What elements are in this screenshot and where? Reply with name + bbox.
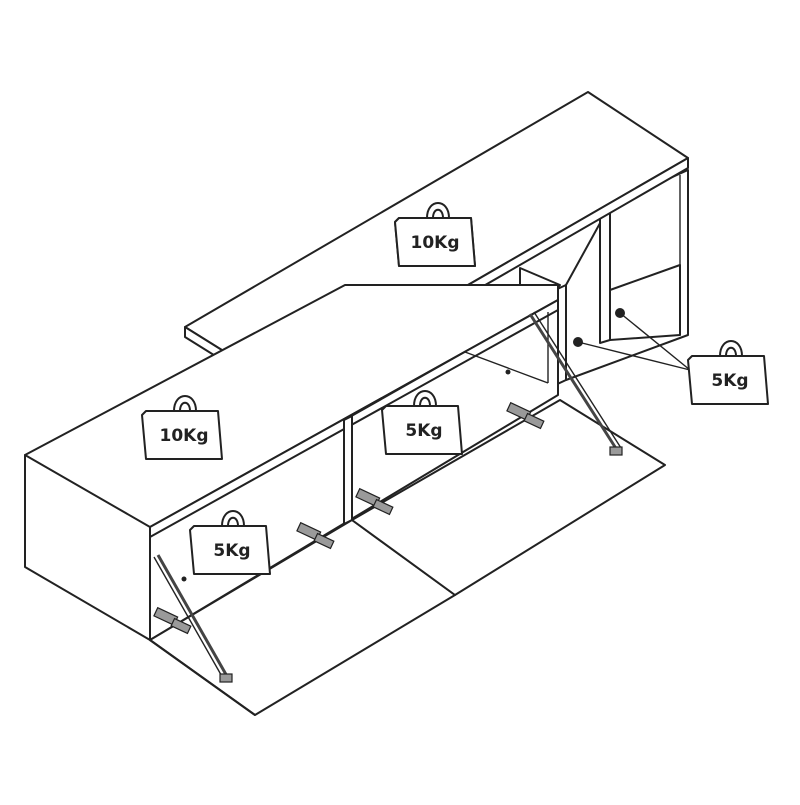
cabinet-divider (343, 415, 353, 525)
weight-label: 10Kg (411, 233, 460, 253)
flap-door-right (351, 399, 666, 596)
weight-label: 5Kg (711, 371, 748, 391)
shelf-pin-callout (573, 308, 691, 371)
weight-handle-icon (221, 510, 245, 527)
weight-left-cabinet-top: 10Kg (141, 395, 223, 460)
lid-stay-left (156, 554, 230, 679)
weight-handle-icon (413, 390, 437, 407)
lid-stay-left-mount (219, 673, 233, 683)
tall-unit-divider (599, 199, 611, 344)
weight-inner-shelf-callout: 5Kg (687, 340, 769, 405)
weight-top-shelf: 10Kg (394, 202, 476, 267)
weight-handle-icon (173, 395, 197, 412)
weight-label: 10Kg (160, 426, 209, 446)
hinge-center-right (506, 401, 545, 430)
hinge-center-left (355, 487, 394, 516)
lid-stay-right-mount (609, 446, 623, 456)
hinge-left-back (296, 521, 335, 550)
weight-left-flap: 5Kg (189, 510, 271, 575)
hinge-left-front (153, 606, 192, 635)
lid-stay-right (528, 313, 619, 451)
weight-label: 5Kg (405, 421, 442, 441)
weight-handle-icon (719, 340, 743, 357)
flap-doors (149, 399, 666, 716)
weight-label: 5Kg (213, 541, 250, 561)
hinges (153, 401, 545, 635)
weight-handle-icon (426, 202, 450, 219)
lid-stays (153, 311, 623, 683)
weight-center-compartment: 5Kg (381, 390, 463, 455)
